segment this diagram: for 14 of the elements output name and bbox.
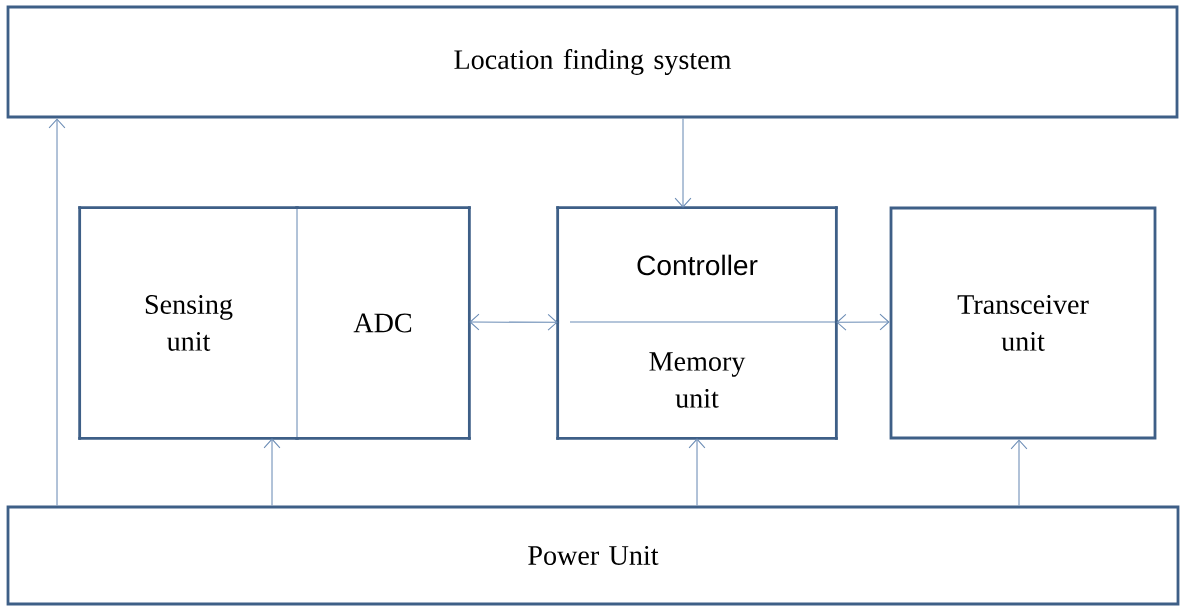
arrow <box>688 438 706 507</box>
process-box: Memory unit <box>556 320 838 440</box>
process-box: Location finding system <box>6 5 1179 119</box>
arrow <box>836 313 890 331</box>
arrow <box>263 438 281 507</box>
process-box: Controller <box>556 206 838 324</box>
process-box: Transceiver unit <box>889 206 1157 440</box>
process-box: Power Unit <box>6 505 1180 606</box>
arrow <box>1010 439 1028 507</box>
process-box: Sensing unit <box>78 206 299 440</box>
arrow <box>48 118 66 507</box>
process-box: ADC <box>295 206 471 440</box>
arrow <box>469 313 558 331</box>
arrow <box>674 117 692 208</box>
